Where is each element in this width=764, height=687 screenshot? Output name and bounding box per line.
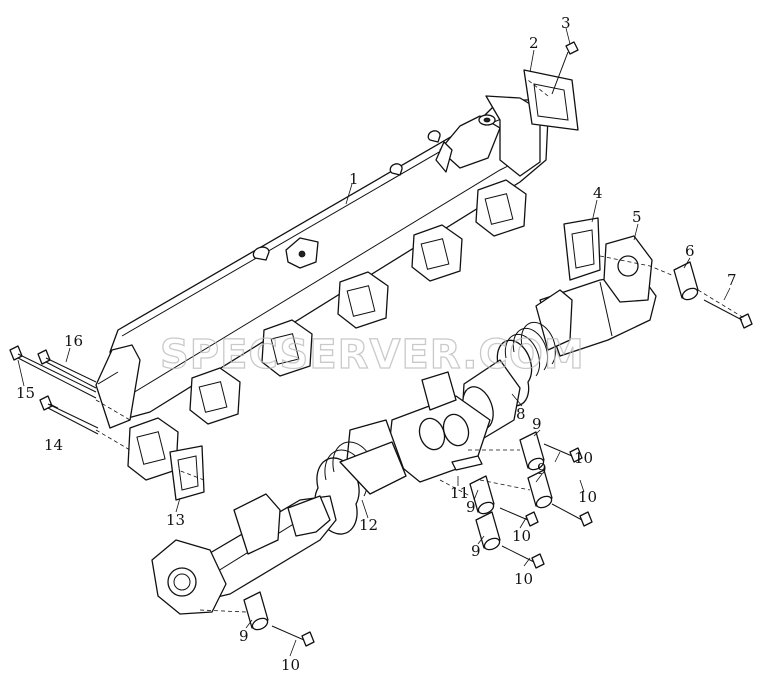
callout-4: 4 [593,184,603,202]
callout-13: 13 [166,511,185,529]
callout-9-d: 9 [471,542,481,560]
gasket-lower-left [169,445,205,501]
callout-14: 14 [44,436,63,454]
callout-3: 3 [561,14,571,32]
callout-6: 6 [685,242,695,260]
callout-16: 16 [64,332,83,350]
callout-7: 7 [727,271,737,289]
manifold-body [95,95,549,481]
callout-9-c: 9 [466,498,476,516]
callout-10-c: 10 [512,527,531,545]
callout-9-a: 9 [532,415,542,433]
callout-11: 11 [450,484,469,502]
exhaust-manifold-left [151,441,407,615]
callout-5: 5 [632,208,642,226]
exhaust-manifold-right [461,235,657,439]
callout-10-e: 10 [281,656,300,674]
callout-9-b: 9 [537,460,547,478]
bolts [9,41,753,647]
callout-10-a: 10 [574,449,593,467]
gasket-upper-right [523,69,579,131]
callout-1: 1 [349,170,359,188]
callout-2: 2 [529,34,539,52]
callout-9-e: 9 [239,627,249,645]
callout-12: 12 [359,516,378,534]
callout-labels: 3 2 1 4 5 6 7 8 9 10 9 10 11 9 10 9 10 1… [16,14,737,674]
callout-8: 8 [516,405,526,423]
gasket-mid-right [563,217,601,281]
manifold-ports [127,179,527,481]
assembly-lines [95,79,745,613]
watermark-text: SPECSERVER.COM [160,332,585,378]
callout-10-d: 10 [514,570,533,588]
leader-lines [17,27,731,657]
callout-10-b: 10 [578,488,597,506]
callout-15: 15 [16,384,35,402]
